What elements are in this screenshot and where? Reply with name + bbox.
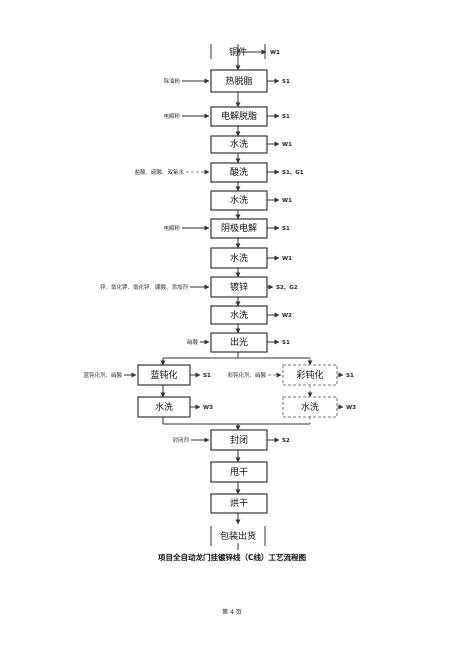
output-sealing: S2 <box>282 438 290 444</box>
output-electrolytic-degreasing: S1 <box>282 114 290 120</box>
step-sealing-label: 封闭 <box>230 434 248 446</box>
input-plating-chemicals: 锌、氯化钾、氯化锌、硼酸、添加剂 <box>100 283 189 291</box>
output-rinse-2: W1 <box>282 198 292 204</box>
input-nitric-acid: 硝酸 <box>187 338 199 346</box>
output-bright-dip: S1 <box>282 340 290 346</box>
step-packaging-label: 包装出货 <box>220 530 256 542</box>
step-copper-parts-label: 铜件 <box>229 46 247 58</box>
output-blue-passivation: S1 <box>203 373 211 379</box>
step-color-passivation: 彩钝化 <box>282 364 338 386</box>
output-rinse-blue: W3 <box>203 405 213 411</box>
step-rinse-4-label: 水洗 <box>230 309 248 321</box>
step-rinse-4: 水洗 <box>210 305 268 325</box>
step-rinse-1: 水洗 <box>210 135 268 154</box>
input-blue-passivator: 蓝钝化剂、硝酸 <box>83 371 122 379</box>
flow-connectors <box>160 44 313 550</box>
output-rinse-4: W2 <box>282 313 292 319</box>
step-electrolytic-degreasing-label: 电解脱脂 <box>221 110 257 122</box>
step-blue-passivation-label: 蓝钝化 <box>150 369 177 381</box>
input-degreasing-powder: 除油粉 <box>163 77 180 85</box>
diagram-caption: 项目全自动龙门挂镀锌线（C线）工艺流程图 <box>158 552 307 562</box>
input-cathodic-powder: 电解粉 <box>163 224 180 232</box>
output-color-passivation: S1 <box>346 373 354 379</box>
input-electrolytic-powder: 电解粉 <box>163 112 180 120</box>
step-rinse-color: 水洗 <box>282 396 338 418</box>
step-rinse-blue: 水洗 <box>137 396 191 418</box>
output-arrows <box>190 49 344 443</box>
step-hot-degreasing-label: 热脱脂 <box>225 75 252 87</box>
step-rinse-3-label: 水洗 <box>230 252 248 264</box>
step-color-passivation-label: 彩钝化 <box>296 369 323 381</box>
step-rinse-3: 水洗 <box>210 247 268 269</box>
step-oven-dry-label: 烘干 <box>230 497 248 509</box>
step-spin-dry: 甩干 <box>210 461 268 483</box>
step-rinse-2-label: 水洗 <box>230 194 248 206</box>
input-sealer: 封闭剂 <box>172 436 189 444</box>
step-pickling: 酸洗 <box>210 162 268 183</box>
output-w1-copper: W1 <box>270 50 280 56</box>
output-rinse-1: W1 <box>282 142 292 148</box>
step-sealing: 封闭 <box>210 429 268 451</box>
input-pickling-acids: 盐酸、硫酸、双氧水 <box>134 168 184 176</box>
output-rinse-color: W3 <box>346 405 356 411</box>
step-bright-dip-label: 出光 <box>230 336 248 348</box>
step-rinse-2: 水洗 <box>210 190 268 211</box>
output-zinc-plating: S2、G2 <box>276 285 298 291</box>
input-labels: 除油粉 电解粉 盐酸、硫酸、双氧水 电解粉 锌、氯化钾、氯化锌、硼酸、添加剂 硝… <box>83 77 266 444</box>
input-arrows <box>124 78 282 443</box>
output-cathodic: S1 <box>282 226 290 232</box>
step-blue-passivation: 蓝钝化 <box>137 364 191 386</box>
step-electrolytic-degreasing: 电解脱脂 <box>210 106 268 127</box>
step-rinse-1-label: 水洗 <box>230 138 248 150</box>
output-pickling: S1、G1 <box>282 170 304 176</box>
step-rinse-color-label: 水洗 <box>301 401 319 413</box>
step-spin-dry-label: 甩干 <box>230 467 248 478</box>
step-cathodic-electrolysis: 阴极电解 <box>210 218 268 239</box>
step-pickling-label: 酸洗 <box>230 166 248 178</box>
step-rinse-blue-label: 水洗 <box>155 401 173 413</box>
step-copper-parts: 铜件 <box>210 44 266 59</box>
step-oven-dry: 烘干 <box>210 493 268 514</box>
page-number: 第 4 页 <box>222 608 242 616</box>
output-rinse-3: W1 <box>282 256 292 262</box>
step-bright-dip: 出光 <box>210 332 268 353</box>
step-cathodic-electrolysis-label: 阴极电解 <box>221 222 257 234</box>
input-color-passivator: 彩钝化剂、硝酸 <box>227 371 266 379</box>
step-zinc-plating: 镀锌 <box>210 276 268 298</box>
step-zinc-plating-label: 镀锌 <box>230 281 248 293</box>
output-tags: W1 S1 S1 W1 S1、G1 W1 S1 W1 S2、G2 W2 S1 S… <box>203 50 356 444</box>
step-packaging: 包装出货 <box>210 526 266 546</box>
step-hot-degreasing: 热脱脂 <box>210 69 268 93</box>
output-hot-degreasing: S1 <box>282 79 290 85</box>
